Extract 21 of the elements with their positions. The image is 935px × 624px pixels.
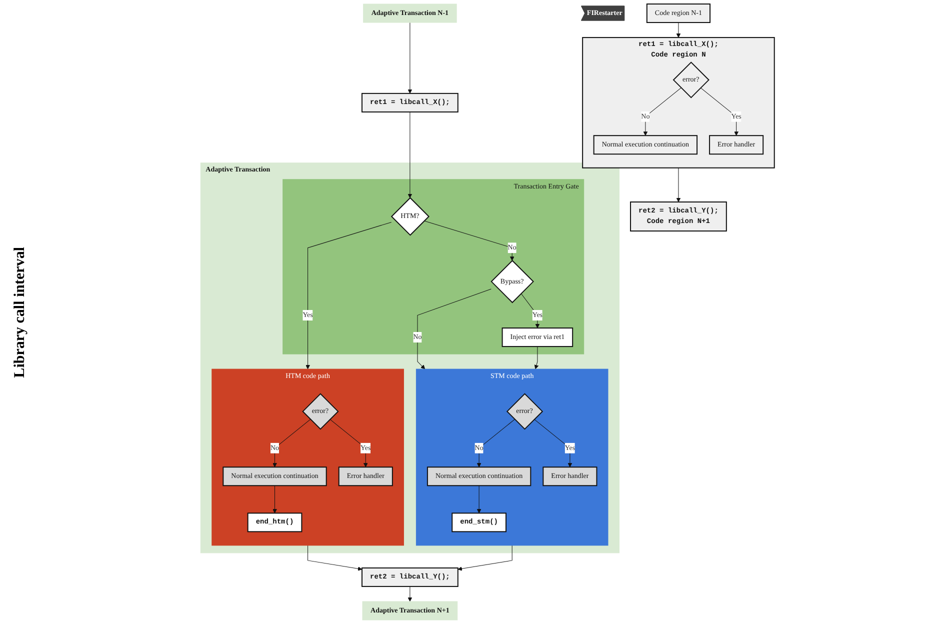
arrow bbox=[408, 22, 412, 94]
arrow bbox=[534, 419, 572, 468]
arrow bbox=[408, 586, 412, 602]
arrow bbox=[417, 288, 492, 370]
arrow bbox=[534, 346, 539, 370]
axis-label: Library call interval bbox=[12, 246, 28, 378]
arrow bbox=[520, 293, 540, 328]
arrow bbox=[424, 220, 514, 261]
arrow bbox=[330, 419, 368, 468]
arrow bbox=[272, 419, 311, 468]
arrow bbox=[476, 419, 515, 468]
arrow bbox=[272, 485, 277, 514]
arrow bbox=[308, 545, 362, 571]
arrow bbox=[700, 88, 739, 136]
arrow bbox=[458, 545, 512, 571]
arrow bbox=[643, 88, 682, 136]
arrow bbox=[306, 222, 392, 370]
arrow bbox=[676, 168, 681, 202]
arrow bbox=[408, 112, 412, 198]
arrow bbox=[676, 22, 681, 38]
arrow bbox=[476, 485, 482, 514]
